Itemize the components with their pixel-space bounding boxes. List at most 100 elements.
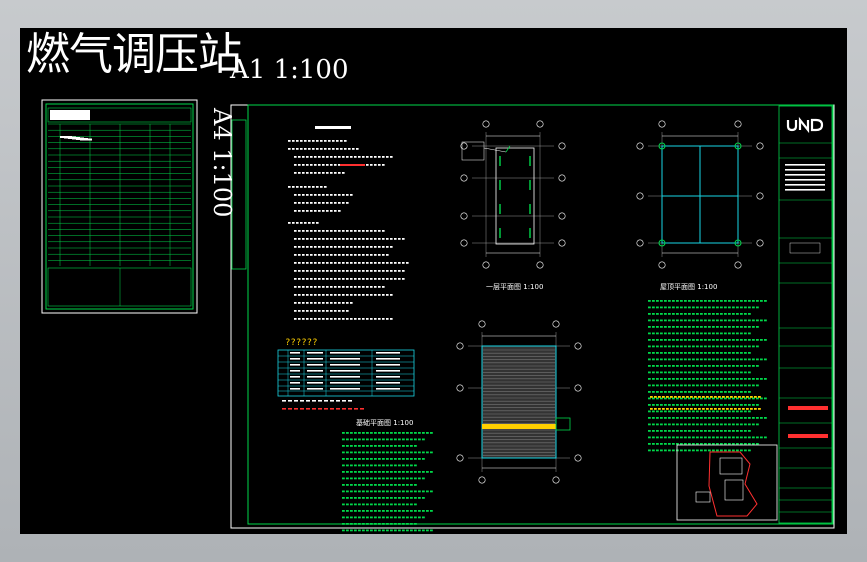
green-note — [704, 404, 707, 406]
green-note — [736, 339, 739, 341]
note-text — [370, 286, 373, 288]
note-text — [334, 194, 337, 196]
green-note — [350, 503, 353, 506]
green-note — [362, 458, 365, 460]
green-note — [414, 497, 417, 499]
note-text — [326, 286, 329, 288]
green-note — [708, 378, 711, 380]
green-note — [358, 510, 361, 512]
green-note — [748, 443, 751, 445]
green-note — [398, 484, 401, 486]
note-text — [374, 164, 377, 166]
green-note — [354, 471, 357, 473]
note-text — [342, 202, 345, 204]
green-note — [748, 358, 751, 361]
note-text — [342, 194, 345, 196]
green-note — [684, 339, 687, 341]
green-note — [410, 445, 413, 447]
note-text — [326, 238, 329, 240]
green-note — [668, 384, 671, 387]
green-note — [728, 306, 731, 309]
note-text — [382, 318, 385, 320]
note-text — [320, 186, 323, 188]
green-note — [652, 339, 655, 341]
green-note — [668, 436, 671, 439]
green-note — [390, 432, 393, 434]
green-note — [704, 365, 707, 367]
green-note — [716, 423, 719, 426]
green-note — [676, 378, 679, 380]
green-note — [652, 313, 655, 315]
green-note — [728, 313, 731, 315]
note-text — [332, 140, 335, 142]
note-text — [350, 294, 353, 296]
green-note — [656, 358, 659, 361]
green-note — [402, 477, 405, 480]
green-note — [664, 449, 667, 452]
note-text — [326, 246, 329, 248]
note-text — [326, 210, 329, 212]
green-note — [680, 423, 683, 426]
green-note — [724, 365, 727, 367]
green-note — [656, 352, 659, 354]
yellow-note — [654, 396, 657, 398]
green-note — [354, 477, 357, 480]
green-note — [724, 423, 727, 426]
green-note — [684, 391, 687, 393]
green-note — [760, 397, 763, 400]
green-note — [656, 436, 659, 439]
green-note — [704, 319, 707, 322]
note-text — [298, 310, 301, 312]
green-note — [648, 397, 651, 400]
green-note — [716, 313, 719, 315]
green-note — [680, 326, 683, 328]
note-text — [374, 286, 377, 288]
note-text — [318, 278, 321, 280]
green-note — [728, 326, 731, 328]
green-note — [660, 313, 663, 315]
green-note — [736, 417, 739, 419]
green-note — [668, 371, 671, 374]
note-text — [354, 238, 357, 240]
note-text — [318, 286, 321, 288]
green-note — [398, 432, 401, 434]
note-text — [362, 156, 365, 158]
note-text — [398, 238, 401, 240]
green-note — [724, 430, 727, 432]
green-note — [692, 423, 695, 426]
green-note — [342, 471, 345, 473]
green-note — [724, 319, 727, 322]
green-note — [426, 471, 429, 473]
green-note — [386, 484, 389, 486]
note-text — [322, 310, 325, 312]
green-note — [744, 384, 747, 387]
green-note — [668, 345, 671, 348]
green-note — [386, 516, 389, 519]
note-text — [382, 230, 385, 232]
note-text — [374, 238, 377, 240]
green-note — [398, 497, 401, 499]
green-note — [652, 332, 655, 335]
green-note — [414, 510, 417, 512]
green-note — [390, 445, 393, 447]
green-note — [648, 332, 651, 335]
drawing-canvas[interactable]: 燃气调压站 A1 1:100 A4 1:100 ?????? 一层平面图 1:1… — [20, 28, 847, 534]
green-note — [692, 378, 695, 380]
green-note — [378, 516, 381, 519]
green-note — [740, 300, 743, 302]
grid-bubble — [574, 342, 582, 350]
green-note — [342, 490, 345, 493]
green-note — [720, 391, 723, 393]
green-note — [684, 384, 687, 387]
cell-text — [330, 358, 360, 360]
green-note — [672, 384, 675, 387]
green-note — [350, 477, 353, 480]
note-text — [338, 262, 341, 264]
green-note — [410, 464, 413, 467]
green-note — [732, 410, 735, 413]
text-stroke — [785, 164, 825, 166]
green-note — [688, 449, 691, 452]
green-note — [728, 365, 731, 367]
note-text — [358, 246, 361, 248]
green-note — [692, 339, 695, 341]
